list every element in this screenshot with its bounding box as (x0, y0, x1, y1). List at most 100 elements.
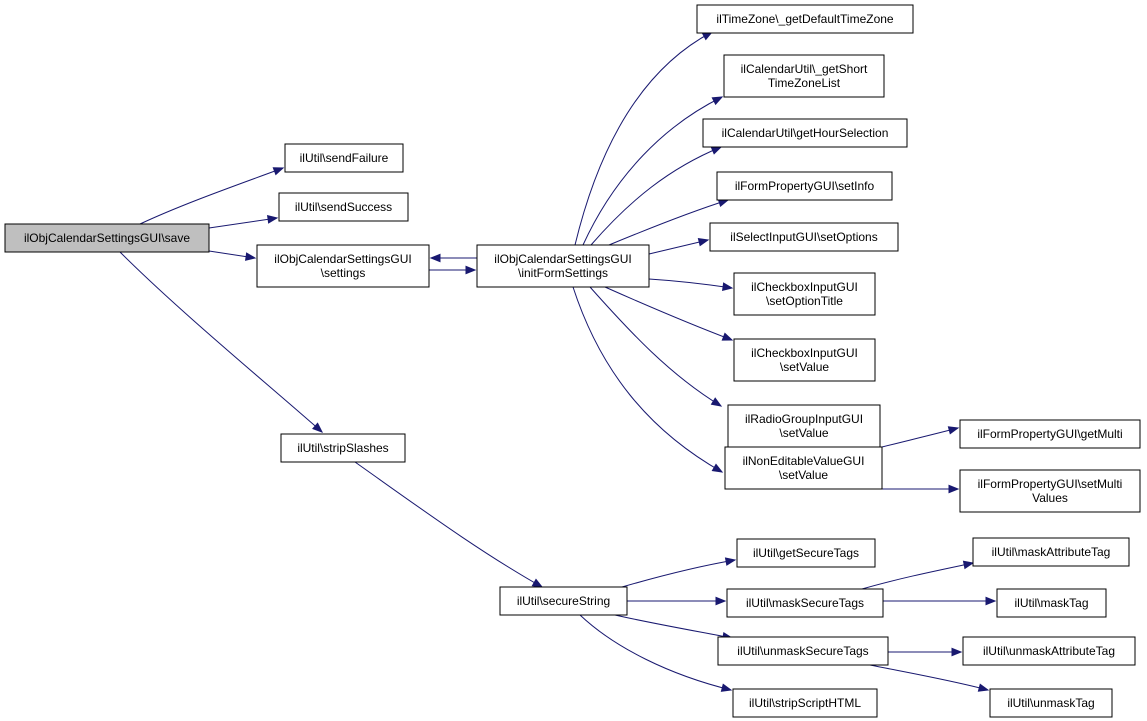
node-box (959, 419, 1141, 449)
edge-initFormSettings-to-setOptionTitle (648, 278, 734, 291)
node-label-line: ilFormPropertyGUI\setMulti (978, 477, 1123, 491)
arrowhead (962, 560, 975, 570)
node-label-line: ilUtil\maskTag (1014, 596, 1088, 610)
node-label-line: ilUtil\sendSuccess (295, 200, 392, 214)
node-save[interactable]: ilObjCalendarSettingsGUI\save (4, 223, 210, 253)
edge-nonEditableSetValue-to-getMulti (881, 426, 960, 448)
node-sendFailure[interactable]: ilUtil\sendFailure (284, 143, 404, 173)
node-nonEditableSetValue[interactable]: ilNonEditableValueGUI\setValue (724, 446, 883, 490)
node-box (256, 244, 430, 288)
node-box (724, 446, 883, 490)
edge-stripSlashes-to-secureString (354, 461, 544, 588)
edge-nonEditableSetValue-to-setMultiValues (882, 484, 960, 494)
node-setOptions[interactable]: ilSelectInputGUI\setOptions (709, 222, 899, 252)
node-box (972, 537, 1130, 567)
node-label-line: ilFormPropertyGUI\getMulti (977, 427, 1122, 441)
edge-save-to-stripSlashes (119, 251, 324, 433)
node-box (962, 636, 1136, 666)
node-label-line: ilUtil\stripScriptHTML (749, 696, 861, 710)
edge-line (869, 664, 989, 691)
node-getMulti[interactable]: ilFormPropertyGUI\getMulti (959, 419, 1141, 449)
node-getDefaultTimeZone[interactable]: ilTimeZone\_getDefaultTimeZone (696, 4, 914, 34)
arrowhead (710, 146, 723, 155)
node-label-line: \setValue (780, 360, 829, 374)
edge-line (861, 562, 974, 590)
node-label-line: ilObjCalendarSettingsGUI (274, 252, 411, 266)
edge-initFormSettings-to-setOptions (648, 237, 710, 255)
arrowhead (947, 426, 960, 435)
arrowhead (720, 683, 733, 692)
node-box (733, 338, 876, 382)
edge-secureString-to-stripScriptHTML (579, 614, 733, 692)
node-label-line: ilObjCalendarSettingsGUI (494, 252, 631, 266)
edge-line (881, 427, 959, 448)
edge-secureString-to-unmaskSecureTags (614, 614, 734, 641)
arrowhead (977, 683, 990, 692)
node-box (726, 588, 884, 618)
node-label-line: ilRadioGroupInputGUI (745, 412, 863, 426)
node-setOptionTitle[interactable]: ilCheckboxInputGUI\setOptionTitle (733, 272, 876, 316)
arrowhead (951, 647, 963, 657)
node-box (717, 636, 889, 666)
edge-line (354, 461, 543, 588)
arrowhead (985, 596, 997, 606)
edge-line (579, 614, 732, 691)
arrowhead (724, 557, 737, 566)
node-initFormSettings[interactable]: ilObjCalendarSettingsGUI\initFormSetting… (476, 244, 650, 288)
node-box (280, 433, 406, 463)
edge-unmaskSecureTags-to-unmaskTag (869, 664, 990, 692)
node-sendSuccess[interactable]: ilUtil\sendSuccess (278, 192, 409, 222)
node-box (989, 688, 1113, 718)
node-setInfo[interactable]: ilFormPropertyGUI\setInfo (716, 171, 893, 201)
node-box (696, 4, 914, 34)
node-unmaskSecureTags[interactable]: ilUtil\unmaskSecureTags (717, 636, 889, 666)
arrowhead (245, 252, 257, 261)
node-label-line: ilNonEditableValueGUI (743, 454, 865, 468)
node-layer: ilObjCalendarSettingsGUI\save ilUtil\send… (4, 4, 1141, 718)
edge-secureString-to-getSecureTags (621, 557, 737, 588)
node-maskAttributeTag[interactable]: ilUtil\maskAttributeTag (972, 537, 1130, 567)
node-stripSlashes[interactable]: ilUtil\stripSlashes (280, 433, 406, 463)
node-radioSetValue[interactable]: ilRadioGroupInputGUI\setValue (727, 404, 881, 448)
node-maskTag[interactable]: ilUtil\maskTag (996, 588, 1107, 618)
node-getSecureTags[interactable]: ilUtil\getSecureTags (736, 538, 876, 568)
arrowhead (710, 397, 723, 407)
node-box (4, 223, 210, 253)
node-box (736, 538, 876, 568)
node-box (716, 171, 893, 201)
edge-line (582, 96, 723, 246)
node-checkboxSetValue[interactable]: ilCheckboxInputGUI\setValue (733, 338, 876, 382)
node-label-line: ilSelectInputGUI\setOptions (730, 230, 877, 244)
edge-settings-to-initFormSettings (429, 265, 477, 275)
node-box (996, 588, 1107, 618)
node-getHourSelection[interactable]: ilCalendarUtil\getHourSelection (702, 118, 908, 148)
arrowhead (267, 215, 279, 224)
edge-initFormSettings-to-checkboxSetValue (604, 286, 734, 341)
edge-initFormSettings-to-getShortTimeZoneList (582, 96, 724, 246)
edge-save-to-sendFailure (139, 167, 285, 225)
node-label-line: ilTimeZone\_getDefaultTimeZone (716, 12, 894, 26)
edge-line (648, 278, 733, 289)
node-settings[interactable]: ilObjCalendarSettingsGUI\settings (256, 244, 430, 288)
arrowhead (465, 265, 477, 275)
node-unmaskAttributeTag[interactable]: ilUtil\unmaskAttributeTag (962, 636, 1136, 666)
node-box (959, 469, 1141, 513)
edge-secureString-to-maskSecureTags (627, 596, 727, 606)
arrowhead (721, 332, 734, 341)
node-label-line: ilUtil\secureString (517, 594, 610, 608)
node-label-line: TimeZoneList (768, 76, 841, 90)
node-maskSecureTags[interactable]: ilUtil\maskSecureTags (726, 588, 884, 618)
edge-line (572, 286, 723, 473)
node-label-line: ilUtil\maskSecureTags (746, 596, 864, 610)
node-unmaskTag[interactable]: ilUtil\unmaskTag (989, 688, 1113, 718)
node-box (709, 222, 899, 252)
node-label-line: \setValue (779, 468, 828, 482)
node-label-line: ilCalendarUtil\getHourSelection (722, 126, 889, 140)
edge-maskSecureTags-to-maskTag (883, 596, 997, 606)
node-stripScriptHTML[interactable]: ilUtil\stripScriptHTML (732, 688, 878, 718)
node-secureString[interactable]: ilUtil\secureString (499, 586, 628, 616)
node-label-line: \settings (321, 266, 366, 280)
edge-line (589, 286, 722, 407)
